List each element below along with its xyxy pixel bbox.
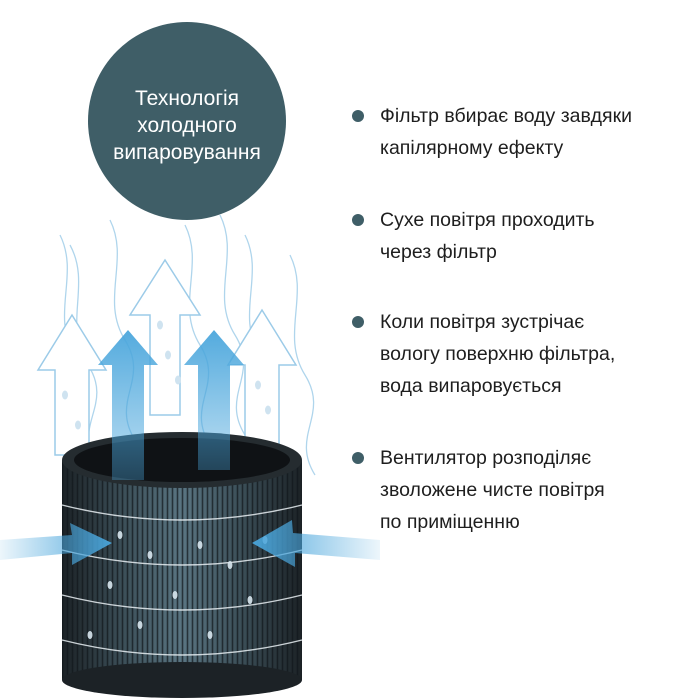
filter-illustration bbox=[0, 215, 380, 698]
step-line: капілярному ефекту bbox=[380, 137, 564, 159]
airflow-arrow-icon bbox=[0, 523, 112, 565]
outline-arrow-center bbox=[128, 258, 202, 416]
step-line: вологу поверхню фільтра, bbox=[380, 343, 616, 365]
badge-line-1: Технологія bbox=[134, 86, 240, 110]
airflow-arrow-icon bbox=[98, 330, 158, 480]
step-line: через фільтр bbox=[380, 241, 497, 263]
badge-line-3: випаровування bbox=[113, 140, 261, 164]
step-line: зволожене чисте повітря bbox=[380, 479, 605, 501]
airflow-arrow-icon bbox=[184, 330, 244, 470]
air-droplets bbox=[62, 320, 271, 430]
bullet-dot bbox=[352, 316, 364, 328]
step-line: Коли повітря зустрічає bbox=[380, 311, 585, 333]
step-capillary: Фільтр вбирає воду завдяки капілярному е… bbox=[352, 100, 697, 164]
step-line: Вентилятор розподіляє bbox=[380, 447, 592, 469]
filter-cylinder bbox=[61, 432, 303, 698]
badge-title: Технологія холодного випаровування bbox=[102, 85, 272, 166]
badge-line-2: холодного bbox=[137, 113, 237, 137]
step-line: Сухе повітря проходить bbox=[380, 209, 595, 231]
airflow-arrows-in bbox=[0, 520, 380, 567]
airflow-arrows-up bbox=[98, 330, 244, 480]
step-line: Фільтр вбирає воду завдяки bbox=[380, 105, 633, 127]
outline-arrow-left bbox=[36, 313, 108, 456]
bullet-dot bbox=[352, 214, 364, 226]
step-line: по приміщенню bbox=[380, 511, 520, 533]
outline-arrow-right bbox=[226, 308, 298, 451]
technology-badge: Технологія холодного випаровування bbox=[88, 22, 286, 220]
bullet-dot bbox=[352, 110, 364, 122]
step-dry-air: Сухе повітря проходить через фільтр bbox=[352, 204, 697, 268]
step-line: вода випаровується bbox=[380, 375, 562, 397]
steps-list: Фільтр вбирає воду завдяки капілярному е… bbox=[352, 100, 697, 538]
step-evaporation: Коли повітря зустрічає вологу поверхню ф… bbox=[352, 306, 697, 402]
bullet-dot bbox=[352, 452, 364, 464]
airflow-arrow-icon bbox=[252, 520, 380, 567]
step-fan: Вентилятор розподіляє зволожене чисте по… bbox=[352, 442, 697, 538]
outline-arrows bbox=[36, 258, 298, 456]
